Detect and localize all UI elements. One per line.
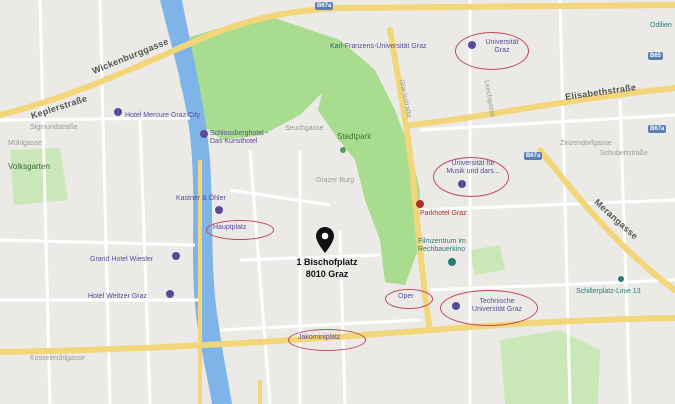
route-badge-b65: B65 xyxy=(648,52,664,60)
schlossberg-park xyxy=(180,18,330,140)
road-top xyxy=(337,2,675,11)
location-pin-icon[interactable] xyxy=(316,227,334,253)
address-line-2: 8010 Graz xyxy=(305,269,349,280)
poi-hauptplatz[interactable]: Hauptplatz xyxy=(213,224,247,231)
poi-universitaet-graz[interactable]: Universität Graz xyxy=(485,39,519,54)
university-icon[interactable] xyxy=(458,180,466,188)
highlight-circle-uni-musik xyxy=(433,157,509,197)
shopping-icon[interactable] xyxy=(215,206,223,214)
street-label-kosselmuehlgasse: Kosselmühlgasse xyxy=(30,355,85,362)
road-merangasse xyxy=(537,147,675,293)
poi-filmzentrum[interactable]: Filmzentrum im Rechbauerkino xyxy=(418,238,466,253)
poi-hotel-mercure[interactable]: Hotel Mercure Graz City xyxy=(125,112,201,119)
highlight-circle-tu-graz xyxy=(440,290,538,326)
poi-schlossberghotel[interactable]: Schlossberghotel - Das Kunsthotel xyxy=(210,130,268,145)
green-small xyxy=(470,245,505,275)
poi-stadtpark[interactable]: Stadtpark xyxy=(337,132,372,141)
poi-tu-graz[interactable]: Technische Universität Graz xyxy=(471,298,523,313)
street-label-zinzendorfgasse: Zinzendorfgasse xyxy=(560,140,612,147)
road-elisabethstrasse xyxy=(407,85,675,128)
poi-jakominiplatz[interactable]: Jakominiplatz xyxy=(298,334,341,341)
stadtpark-area xyxy=(310,30,420,285)
route-badge-b67a-mid: B67a xyxy=(524,152,543,160)
highlight-circle-jakominiplatz xyxy=(288,329,366,351)
route-badge-b67a-top: B67a xyxy=(315,2,334,10)
road-right-ring xyxy=(427,315,675,333)
hotel-icon[interactable] xyxy=(416,200,424,208)
tram-icon[interactable] xyxy=(618,276,624,282)
park-icon xyxy=(340,147,346,153)
street-label-volksgarten: Volksgarten xyxy=(8,162,50,171)
poi-kastner-oehler[interactable]: Kastner & Öhler xyxy=(176,195,226,202)
hotel-icon[interactable] xyxy=(114,108,122,116)
road-wickenburggasse xyxy=(0,5,343,118)
highlight-circle-oper xyxy=(385,289,433,309)
address-line-1: 1 Bischofplatz xyxy=(296,257,358,267)
poi-oper[interactable]: Oper xyxy=(398,293,414,300)
river-mur xyxy=(160,0,232,404)
poi-odilien[interactable]: Odilien xyxy=(650,22,672,29)
cinema-icon[interactable] xyxy=(448,258,456,266)
poi-karl-franzens[interactable]: Karl-Franzens-Universität Graz xyxy=(330,43,427,50)
highlight-circle-hauptplatz xyxy=(206,220,274,240)
poi-parkhotel[interactable]: Parkhotel Graz xyxy=(420,210,467,217)
poi-grazer-burg[interactable]: Grazer Burg xyxy=(316,177,355,184)
poi-schillerplatz[interactable]: Schillerplatz-Linie 13 xyxy=(576,288,641,295)
street-label-seuchgasse: Seuchgasse xyxy=(285,125,324,132)
hotel-icon[interactable] xyxy=(200,130,208,138)
hotel-icon[interactable] xyxy=(172,252,180,260)
volksgarten-area xyxy=(10,148,68,205)
poi-grand-hotel-wiesler[interactable]: Grand Hotel Wiesler xyxy=(90,256,154,263)
hotel-icon[interactable] xyxy=(166,290,174,298)
street-label-schubertstrasse: Schubertstraße xyxy=(600,150,648,157)
poi-hotel-weitzer[interactable]: Hotel Weitzer Graz xyxy=(88,293,147,300)
street-label-muehlgasse: Mühlgasse xyxy=(8,140,42,147)
address-label: 1 Bischofplatz 8010 Graz xyxy=(272,256,382,280)
green-bottom-right xyxy=(500,330,600,404)
highlight-circle-universitaet xyxy=(455,32,529,70)
route-badge-b67a-right: B67a xyxy=(648,125,667,133)
poi-uni-musik[interactable]: Universität für Musik und dars... xyxy=(446,160,500,175)
street-label-sigmundstrasse: Sigmundstraße xyxy=(30,124,78,131)
university-icon[interactable] xyxy=(452,302,460,310)
